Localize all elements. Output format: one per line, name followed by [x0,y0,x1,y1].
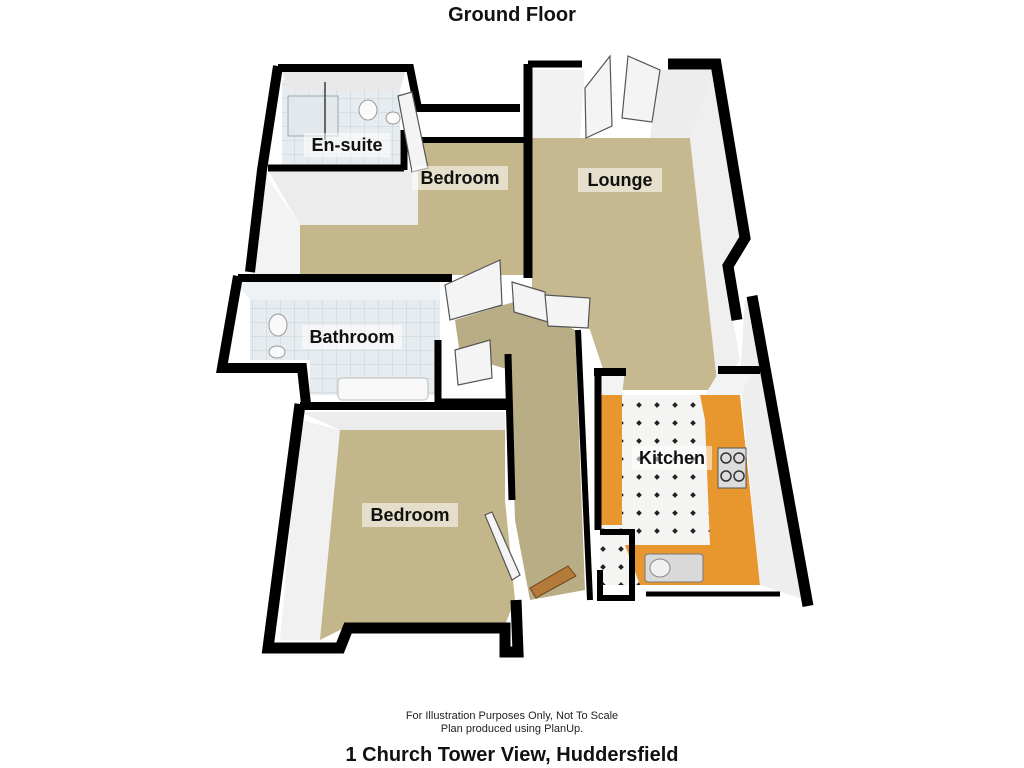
kitchen-worktop-left [598,395,622,525]
bedroom-1-door [444,259,503,321]
lounge-french-door-left [584,54,613,139]
bedroom-2-door [484,511,521,581]
walls [216,58,814,658]
kitchen-worktop-right [700,395,760,585]
bath-tub [337,377,429,401]
hall-floor [455,300,585,600]
ensuite-label: En-suite [311,135,382,155]
entrance-step [529,565,577,599]
lounge-french-door-right [621,55,661,123]
bedroom-2-label: Bedroom [370,505,449,525]
bedroom-1-label: Bedroom [420,168,499,188]
shower-screen [287,95,339,137]
lounge-floor [532,138,718,390]
room-labels: En-suite Bedroom Lounge Bathroom Kitchen… [302,133,712,527]
lounge-label: Lounge [588,170,653,190]
bathroom-label: Bathroom [310,327,395,347]
bedroom-2-floor [320,430,515,640]
disclaimer-text: For Illustration Purposes Only, Not To S… [405,710,619,722]
doors [397,54,661,581]
kitchen-label: Kitchen [639,448,705,468]
credit-text: Plan produced using PlanUp. [440,723,584,735]
toilet [268,313,288,337]
bathroom-door [454,339,493,386]
property-address: 1 Church Tower View, Huddersfield [345,744,679,766]
floor-title: Ground Floor [448,4,576,26]
basin [268,345,286,359]
lounge-glass-door [544,294,591,329]
